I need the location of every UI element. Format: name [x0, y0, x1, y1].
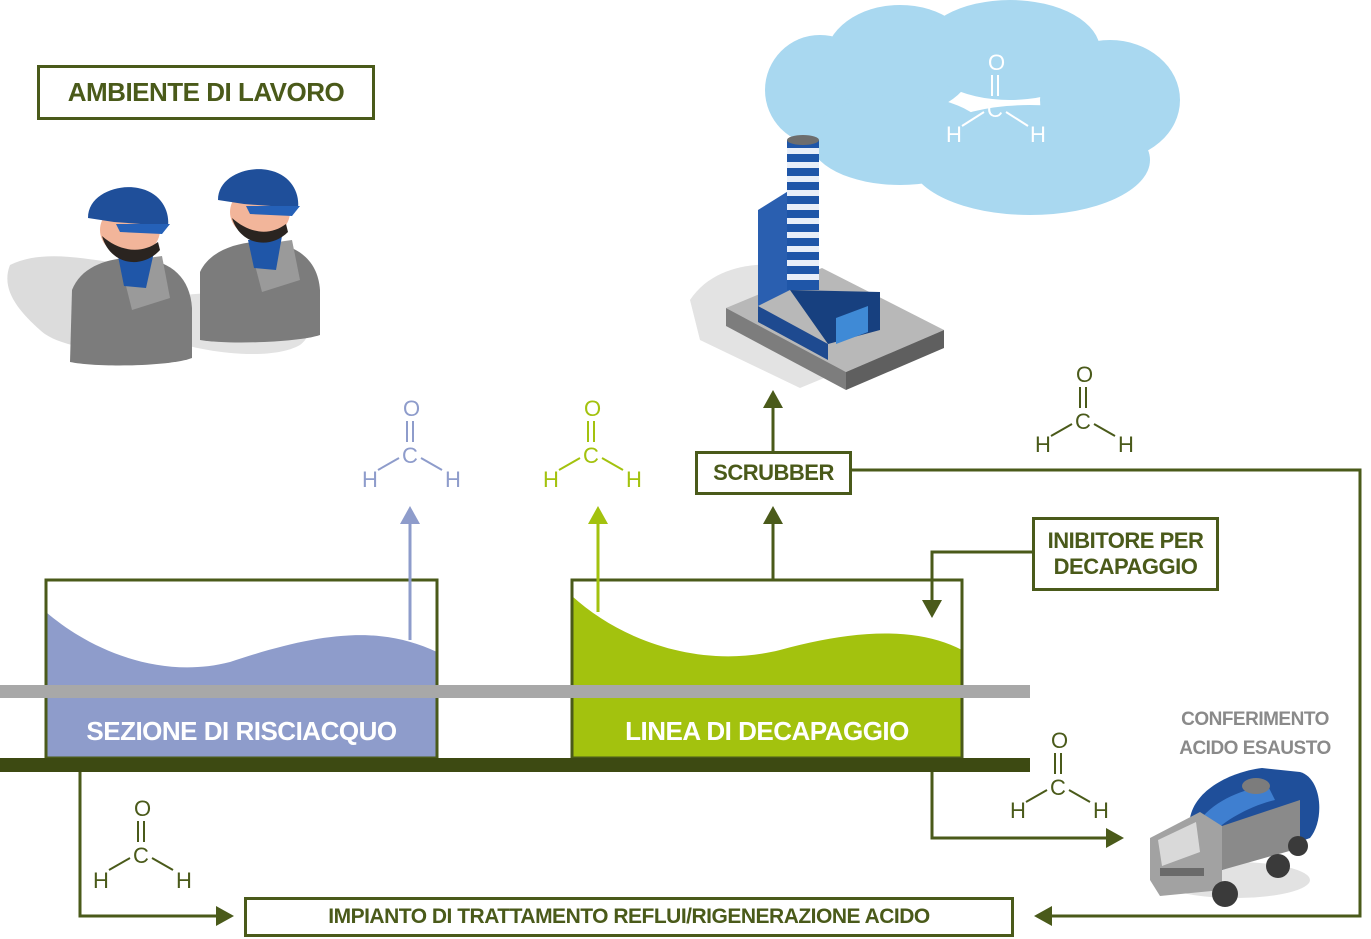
atom-h: H	[1035, 432, 1051, 457]
worker-icon	[200, 169, 320, 343]
atom-h: H	[1118, 432, 1134, 457]
scrubber-to-treatment-line	[852, 468, 1362, 918]
inhibitor-label-line1: INIBITORE PER	[1047, 527, 1204, 553]
atom-h: H	[626, 467, 642, 492]
scrubber-tower-illustration	[690, 135, 944, 390]
atom-o: O	[1076, 362, 1093, 387]
inhibitor-label: INIBITORE PER DECAPAGGIO	[1032, 517, 1219, 591]
base-line	[0, 758, 1030, 772]
formaldehyde-molecule-cloud: O C H H	[946, 50, 1046, 147]
formaldehyde-molecule-rinse: O C H H	[362, 396, 461, 492]
atom-h: H	[362, 467, 378, 492]
atom-c: C	[583, 443, 599, 468]
scrubber-label: SCRUBBER	[695, 451, 852, 495]
workers-illustration	[7, 169, 320, 366]
rinse-section-label: SEZIONE DI RISCIACQUO	[86, 715, 397, 746]
atom-h: H	[543, 467, 559, 492]
atom-c: C	[402, 443, 418, 468]
atom-c: C	[987, 97, 1003, 122]
formaldehyde-molecule-rinse-drain: O C H H	[93, 796, 192, 893]
atom-o: O	[584, 396, 601, 421]
atom-o: O	[403, 396, 420, 421]
formaldehyde-molecule-pickling: O C H H	[543, 396, 642, 492]
pickling-line-label: LINEA DI DECAPAGGIO	[625, 715, 909, 746]
atom-o: O	[1051, 728, 1068, 753]
spent-acid-label-line2: ACIDO ESAUSTO	[1179, 737, 1331, 759]
atom-h: H	[1093, 798, 1109, 823]
atom-h: H	[176, 868, 192, 893]
treatment-plant-label: IMPIANTO DI TRATTAMENTO REFLUI/RIGENERAZ…	[244, 897, 1014, 937]
atom-h: H	[946, 122, 962, 147]
atom-c: C	[1075, 409, 1091, 434]
atom-h: H	[1010, 798, 1026, 823]
conveyor-bar	[0, 685, 1030, 698]
inhibitor-to-pickling-line	[930, 550, 1032, 602]
emission-cloud	[765, 0, 1180, 215]
atom-o: O	[988, 50, 1005, 75]
rinse-to-treatment-line	[78, 772, 218, 918]
spent-acid-label: CONFERIMENTO ACIDO ESAUSTO	[1150, 706, 1360, 763]
spent-acid-label-line1: CONFERIMENTO	[1181, 709, 1329, 730]
atom-h: H	[1030, 122, 1046, 147]
atom-h: H	[445, 467, 461, 492]
worker-icon	[70, 187, 192, 366]
atom-o: O	[134, 796, 151, 821]
pickling-to-truck-line	[930, 772, 1108, 840]
inhibitor-label-line2: DECAPAGGIO	[1053, 554, 1198, 579]
atom-c: C	[133, 843, 149, 868]
formaldehyde-molecule-loop: O C H H	[1035, 362, 1134, 457]
tanker-truck-illustration	[1150, 768, 1320, 907]
atom-c: C	[1050, 775, 1066, 800]
atom-h: H	[93, 868, 109, 893]
work-environment-label: AMBIENTE DI LAVORO	[37, 65, 375, 120]
formaldehyde-molecule-truck: O C H H	[1010, 728, 1109, 823]
